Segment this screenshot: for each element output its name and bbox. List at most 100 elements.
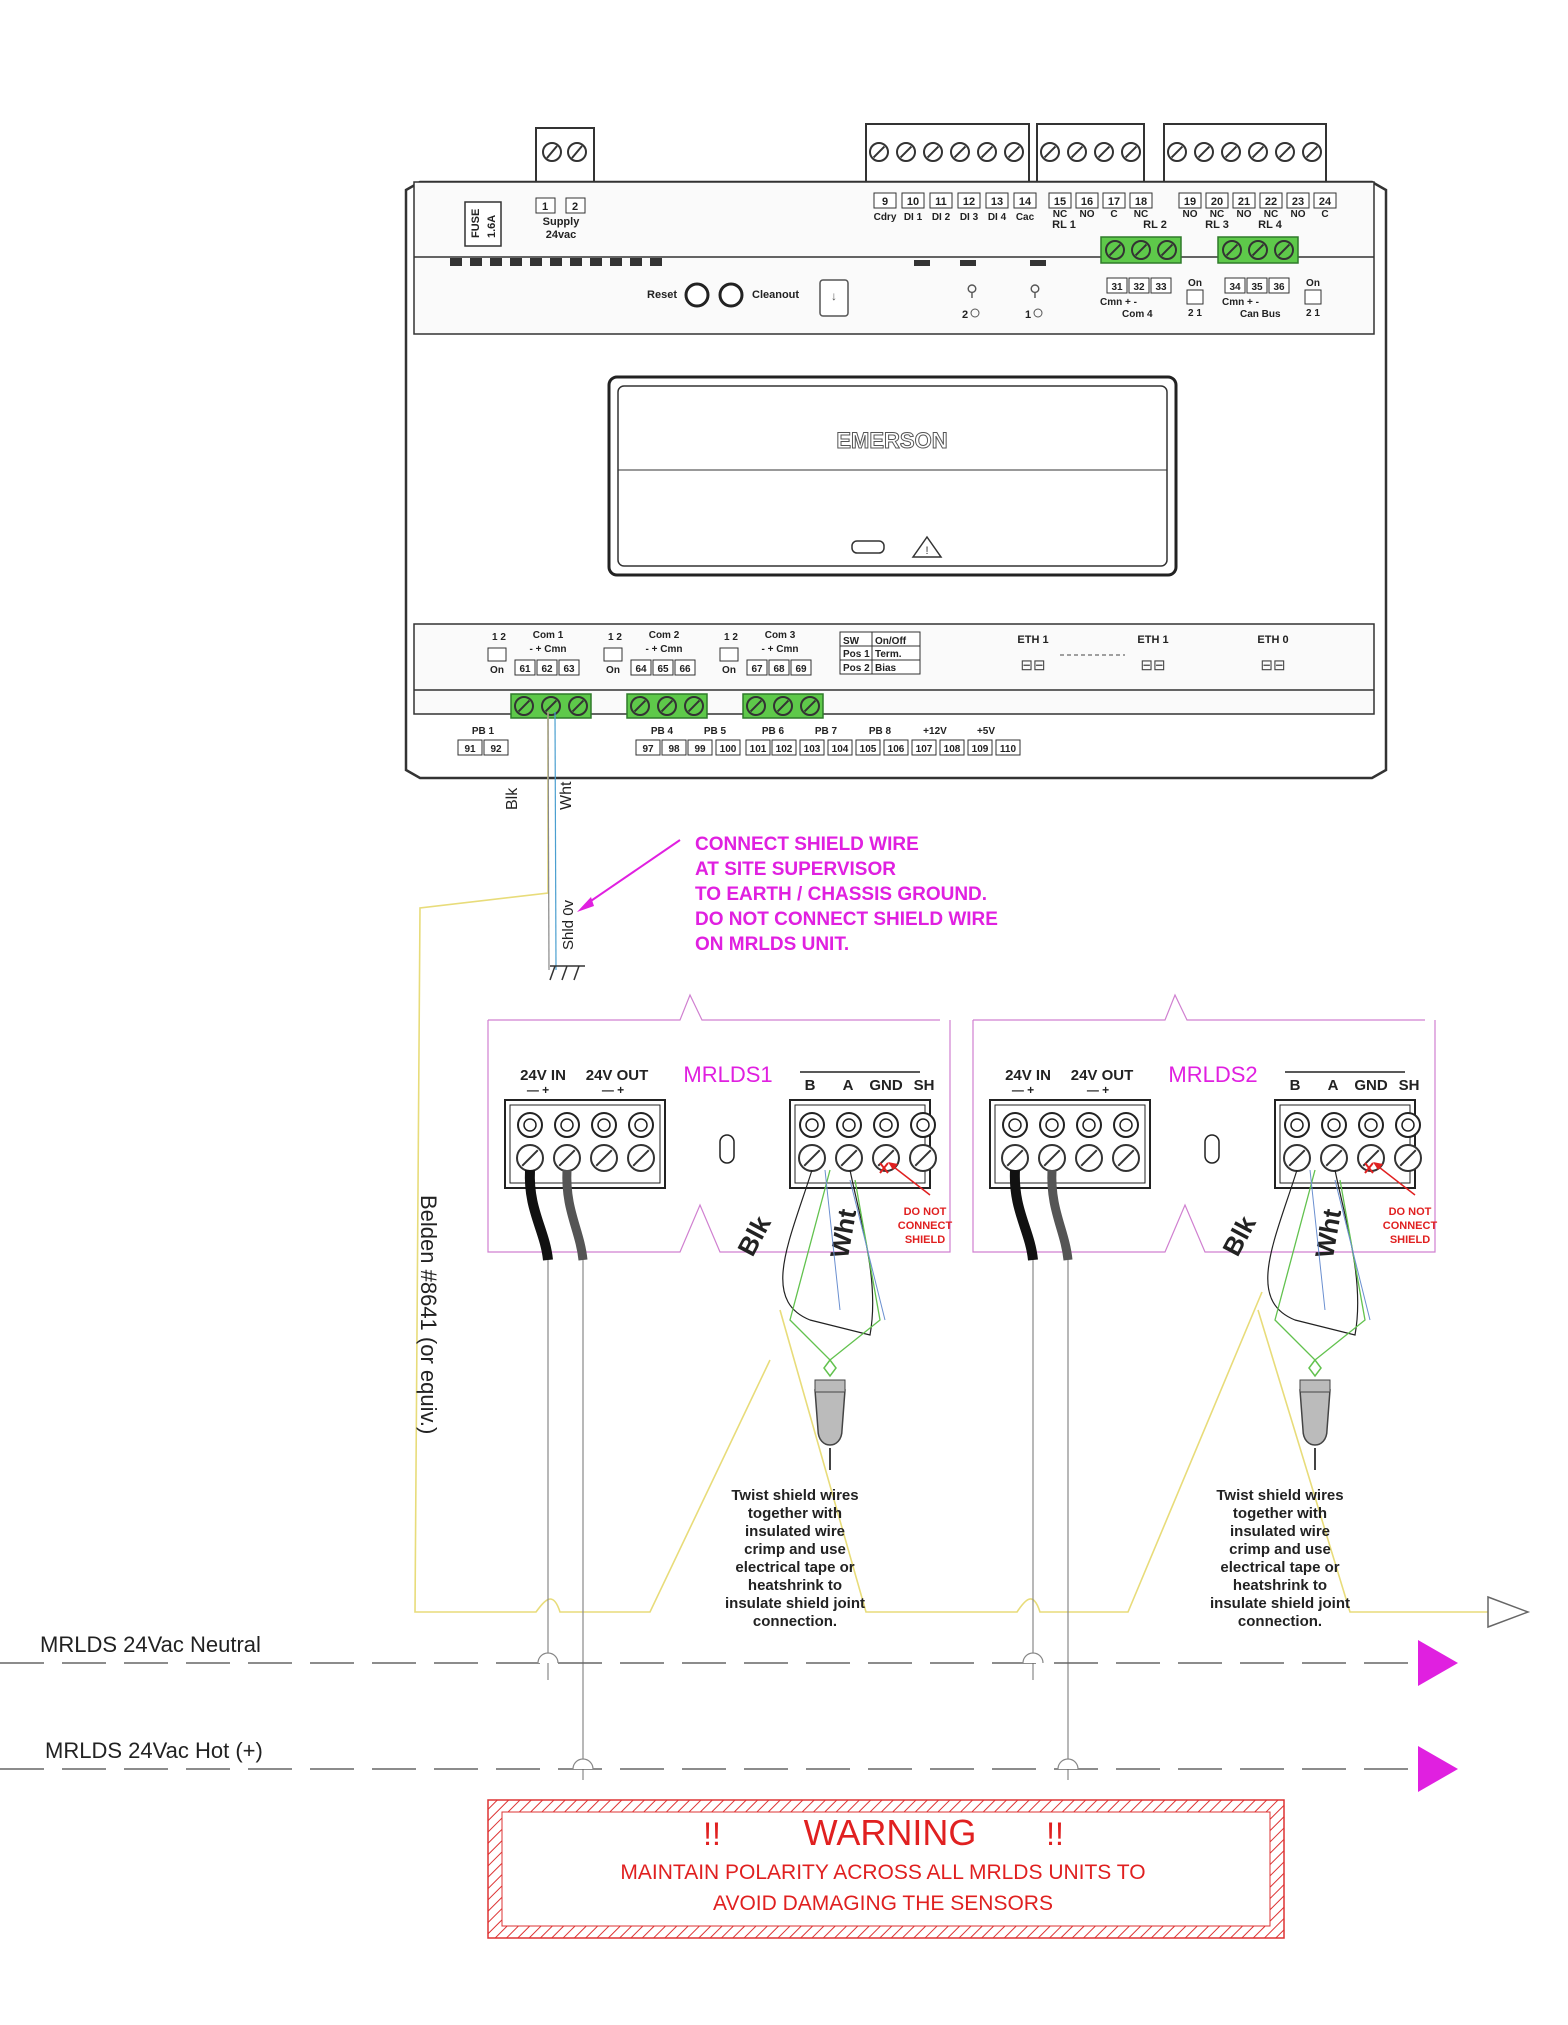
eth-label-2: ETH 1 <box>1137 634 1168 646</box>
mrlds-enclosure <box>972 993 1436 1253</box>
power-cable-black <box>1009 1169 1038 1261</box>
wire-crossing-hop <box>1022 1652 1044 1664</box>
svg-text:!: ! <box>925 545 928 557</box>
mrlds-blk-label: Blk <box>1216 1210 1262 1260</box>
terminal-label-13: DI 4 <box>988 212 1007 223</box>
no-connect-x-icon <box>1364 1162 1374 1174</box>
pb-group-label: +5V <box>977 726 995 737</box>
terminal-61: 61 <box>519 664 531 675</box>
polarity-warning-box: !! WARNING !! MAINTAIN POLARITY ACROSS A… <box>487 1799 1285 1939</box>
crimp-connector-icon <box>814 1389 846 1446</box>
terminal-101: 101 <box>750 744 767 755</box>
terminal-23: 23 <box>1292 196 1304 208</box>
sd-card-icon <box>819 279 849 317</box>
terminal-12: 12 <box>963 196 975 208</box>
terminal-label-20: NC <box>1210 209 1224 220</box>
terminal-98: 98 <box>668 744 680 755</box>
terminal-label-24: C <box>1321 209 1328 220</box>
com-port-polarity: - + Cmn <box>762 644 799 655</box>
dip-switch-icon <box>487 647 507 662</box>
terminal-label-23: NO <box>1291 209 1306 220</box>
terminal-9: 9 <box>882 196 888 208</box>
terminal-109: 109 <box>972 744 989 755</box>
terminal-92: 92 <box>490 744 502 755</box>
wht-wire-label: Wht <box>558 781 575 810</box>
com4-sub: Cmn + - <box>1100 297 1137 308</box>
eth-label-3: ETH 0 <box>1257 634 1288 646</box>
rs485-label-a: A <box>1328 1077 1339 1094</box>
terminal-97: 97 <box>642 744 654 755</box>
power-cable-gray <box>562 1169 588 1261</box>
pb-group-label: PB 5 <box>704 726 727 737</box>
rs485-label-b: B <box>1290 1077 1301 1094</box>
crimp-connector-icon <box>1299 1389 1331 1446</box>
pb-group-label: PB 6 <box>762 726 785 737</box>
network-icon-2: ⊟⊟ <box>1140 657 1165 674</box>
mrlds-out-polarity: — + <box>1087 1083 1109 1097</box>
dip-switch-icon <box>719 647 739 662</box>
wire-crossing-hop <box>1057 1758 1079 1770</box>
terminal-10: 10 <box>907 196 919 208</box>
twist-shield-note-line: crimp and use <box>1229 1541 1331 1558</box>
svg-text:ON MRLDS UNIT.: ON MRLDS UNIT. <box>695 934 849 955</box>
mrlds-24v-out-label: 24V OUT <box>1071 1067 1134 1084</box>
mrlds-in-polarity: — + <box>1012 1083 1034 1097</box>
twist-shield-note-line: heatshrink to <box>748 1577 842 1594</box>
ethernet-ports: ETH 1 ETH 1 ETH 0 ⊟⊟ ⊟⊟ ⊟⊟ <box>1017 634 1288 674</box>
twist-shield-note-line: insulated wire <box>745 1523 845 1540</box>
pb-group-label: PB 8 <box>869 726 892 737</box>
rs485-wire-pair <box>782 1169 874 1336</box>
continuation-arrow-open <box>1487 1595 1531 1629</box>
terminal-36: 36 <box>1273 282 1285 293</box>
terminal-100: 100 <box>720 744 737 755</box>
mrlds-out-polarity: — + <box>602 1083 624 1097</box>
relay-group-3: RL 3 <box>1205 219 1229 231</box>
hot-label: MRLDS 24Vac Hot (+) <box>45 1738 263 1763</box>
terminal-19: 19 <box>1184 196 1196 208</box>
relay-group-1: RL 1 <box>1052 219 1076 231</box>
terminal-18: 18 <box>1135 196 1147 208</box>
mrlds-24v-in-label: 24V IN <box>1005 1067 1051 1084</box>
no-connect-shield-label: CONNECT <box>898 1220 953 1232</box>
supply-terminal-plug <box>535 127 595 187</box>
com-port-polarity: - + Cmn <box>646 644 683 655</box>
twist-shield-note-line: Twist shield wires <box>1216 1487 1343 1504</box>
com-port-name: Com 2 <box>649 630 680 641</box>
dip-switch-icon <box>1304 289 1322 305</box>
relay-green-connectors <box>1100 236 1299 264</box>
terminal-17: 17 <box>1108 196 1120 208</box>
mounting-slot <box>1204 1134 1220 1164</box>
warning-line-1: MAINTAIN POLARITY ACROSS ALL MRLDS UNITS… <box>620 1861 1145 1884</box>
terminal-14: 14 <box>1019 196 1032 208</box>
terminal-102: 102 <box>776 744 793 755</box>
com-on-label: On <box>490 665 504 676</box>
terminal-label-12: DI 3 <box>960 212 979 223</box>
com-port-name: Com 3 <box>765 630 796 641</box>
terminal-label-21: NO <box>1237 209 1252 220</box>
twist-shield-note-line: insulate shield joint <box>1210 1595 1350 1612</box>
terminal-63: 63 <box>563 664 575 675</box>
terminal-24: 24 <box>1319 196 1332 208</box>
twist-shield-note-line: together with <box>748 1505 842 1522</box>
terminal-35: 35 <box>1251 282 1263 293</box>
com-on-label: On <box>722 665 736 676</box>
rs485-label-sh: SH <box>914 1077 935 1094</box>
com4-dip: 2 1 <box>1188 308 1202 319</box>
canbus-on: On <box>1306 278 1320 289</box>
twist-shield-note-line: connection. <box>1238 1613 1322 1630</box>
mrlds-24v-in-label: 24V IN <box>520 1067 566 1084</box>
shield-0v-label: Shld 0v <box>560 899 577 950</box>
svg-text:Pos 1: Pos 1 <box>843 649 870 660</box>
com-port-polarity: - + Cmn <box>530 644 567 655</box>
svg-text:DO NOT CONNECT SHIELD WIRE: DO NOT CONNECT SHIELD WIRE <box>695 909 998 930</box>
canbus-dip: 2 1 <box>1306 308 1320 319</box>
svg-text:SW: SW <box>843 636 860 647</box>
terminal-20: 20 <box>1211 196 1223 208</box>
blk-wire-label: Blk <box>504 787 521 810</box>
